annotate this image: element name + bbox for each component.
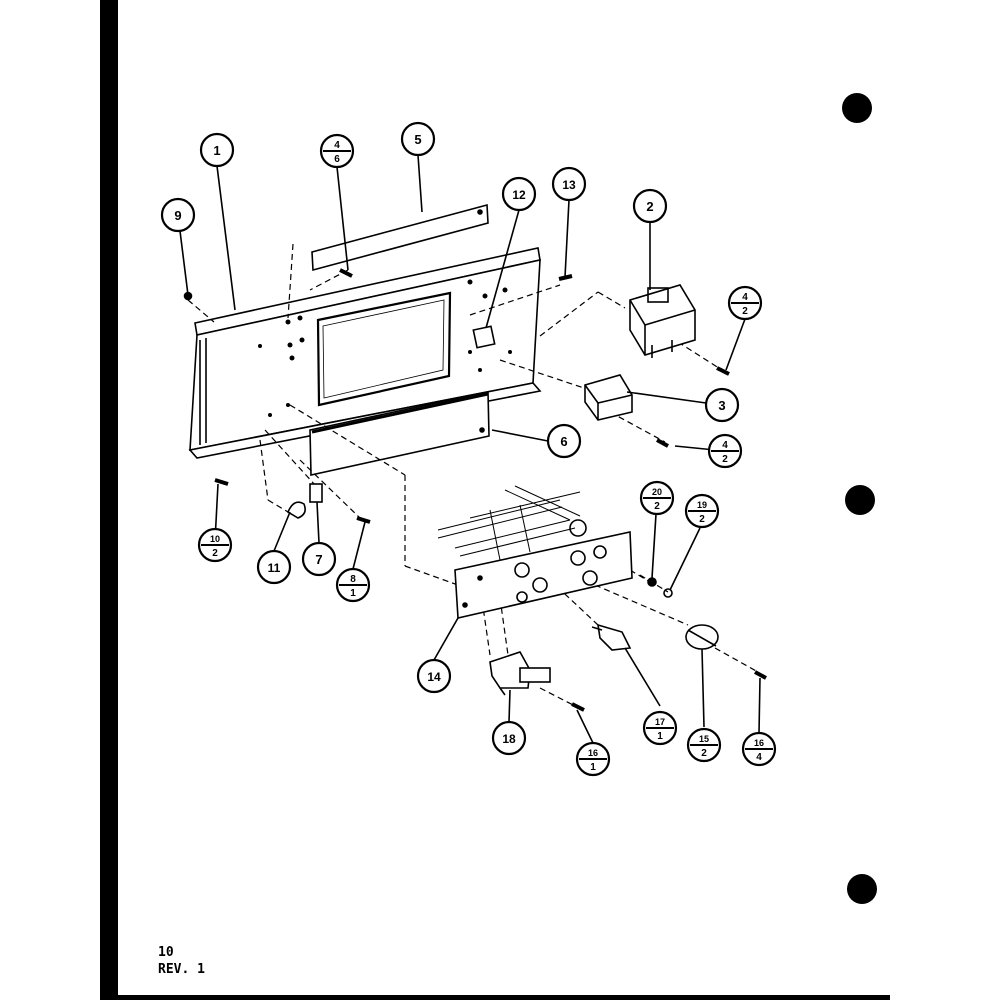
callout-6: 6 <box>546 423 582 459</box>
svg-text:2: 2 <box>212 548 218 559</box>
svg-text:16: 16 <box>754 738 764 748</box>
callout-11: 11 <box>256 549 292 585</box>
binder-hole-middle <box>845 485 875 515</box>
svg-text:2: 2 <box>699 514 705 525</box>
bottom-edge <box>100 995 890 1000</box>
svg-text:19: 19 <box>697 500 707 510</box>
switch-part <box>309 483 323 503</box>
svg-text:2: 2 <box>701 748 707 759</box>
assembly-lines <box>187 243 759 707</box>
callout-13: 13 <box>551 166 587 202</box>
svg-text:2: 2 <box>722 454 728 465</box>
thermostat-part <box>591 623 632 651</box>
svg-text:1: 1 <box>590 762 596 773</box>
callout-4-6: 4 6 <box>319 133 355 169</box>
binding-edge <box>100 0 118 1000</box>
lower-trim-strip <box>309 391 490 476</box>
callout-16-4: 16 4 <box>741 731 777 767</box>
callout-12-label: 12 <box>512 188 526 202</box>
svg-text:4: 4 <box>334 140 340 151</box>
selector-switch-part <box>489 651 551 696</box>
callout-7: 7 <box>301 541 337 577</box>
callout-20-2: 20 2 <box>639 480 675 516</box>
callout-14: 14 <box>416 658 452 694</box>
svg-text:16: 16 <box>588 748 598 758</box>
binder-hole-bottom <box>847 874 877 904</box>
control-board <box>437 485 633 619</box>
svg-text:15: 15 <box>699 734 709 744</box>
screws <box>214 268 767 712</box>
callout-18: 18 <box>491 720 527 756</box>
callout-1-label: 1 <box>213 143 220 158</box>
callout-19-2: 19 2 <box>684 493 720 529</box>
callout-1: 1 <box>199 132 235 168</box>
callout-2: 2 <box>632 188 668 224</box>
revision-label: REV. 1 <box>158 962 205 977</box>
socket-part <box>472 325 496 349</box>
page-footer: 10 REV. 1 <box>158 944 205 978</box>
svg-text:1: 1 <box>350 588 356 599</box>
svg-text:8: 8 <box>350 574 356 585</box>
indicator-lamp-part <box>286 501 306 519</box>
callout-7-label: 7 <box>315 552 322 567</box>
callout-3-label: 3 <box>718 398 725 413</box>
page-number: 10 <box>158 945 174 960</box>
svg-text:4: 4 <box>756 752 762 763</box>
callout-17-1: 17 1 <box>642 710 678 746</box>
callout-8-1: 8 1 <box>335 567 371 603</box>
callout-13-label: 13 <box>562 178 576 192</box>
leader-lines <box>179 154 761 744</box>
relay-part <box>584 374 633 421</box>
callout-3: 3 <box>704 387 740 423</box>
upper-trim-strip <box>311 203 489 272</box>
binder-hole-top <box>842 93 872 123</box>
callout-16-1: 16 1 <box>575 741 611 777</box>
callout-5: 5 <box>400 121 436 157</box>
callout-18-label: 18 <box>502 732 516 746</box>
callout-9: 9 <box>160 197 196 233</box>
callout-15-2: 15 2 <box>686 727 722 763</box>
callout-4-2-transformer: 4 2 <box>727 285 763 321</box>
callout-9-label: 9 <box>174 208 181 223</box>
callout-5-label: 5 <box>414 132 421 147</box>
callout-6-label: 6 <box>560 434 567 449</box>
callout-10-2: 10 2 <box>197 527 233 563</box>
svg-text:2: 2 <box>742 306 748 317</box>
transformer-part <box>629 284 696 358</box>
svg-text:6: 6 <box>334 154 340 165</box>
cutout-part <box>685 624 719 650</box>
callout-12: 12 <box>501 176 537 212</box>
callout-4-2-relay: 4 2 <box>707 433 743 469</box>
callout-2-label: 2 <box>646 199 653 214</box>
svg-text:4: 4 <box>722 440 728 451</box>
svg-text:1: 1 <box>657 731 663 742</box>
callout-11-label: 11 <box>268 561 281 575</box>
svg-text:4: 4 <box>742 292 748 303</box>
svg-text:20: 20 <box>652 487 662 497</box>
svg-text:10: 10 <box>210 534 220 544</box>
svg-text:17: 17 <box>655 717 665 727</box>
svg-text:2: 2 <box>654 501 660 512</box>
callout-14-label: 14 <box>427 670 441 684</box>
